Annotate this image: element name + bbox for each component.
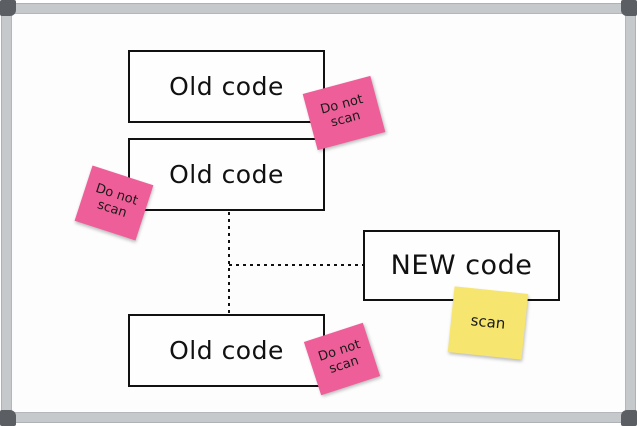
- scan-sticky-note: scan: [447, 286, 529, 360]
- old-code-box: Old code: [128, 138, 325, 211]
- old-code-box: Old code: [128, 50, 325, 123]
- new-code-box: NEW code: [363, 230, 560, 301]
- frame-corner: [621, 410, 637, 426]
- old-code-box: Old code: [128, 314, 325, 387]
- frame-corner: [0, 410, 16, 426]
- frame-corner: [0, 0, 16, 16]
- frame-corner: [621, 0, 637, 16]
